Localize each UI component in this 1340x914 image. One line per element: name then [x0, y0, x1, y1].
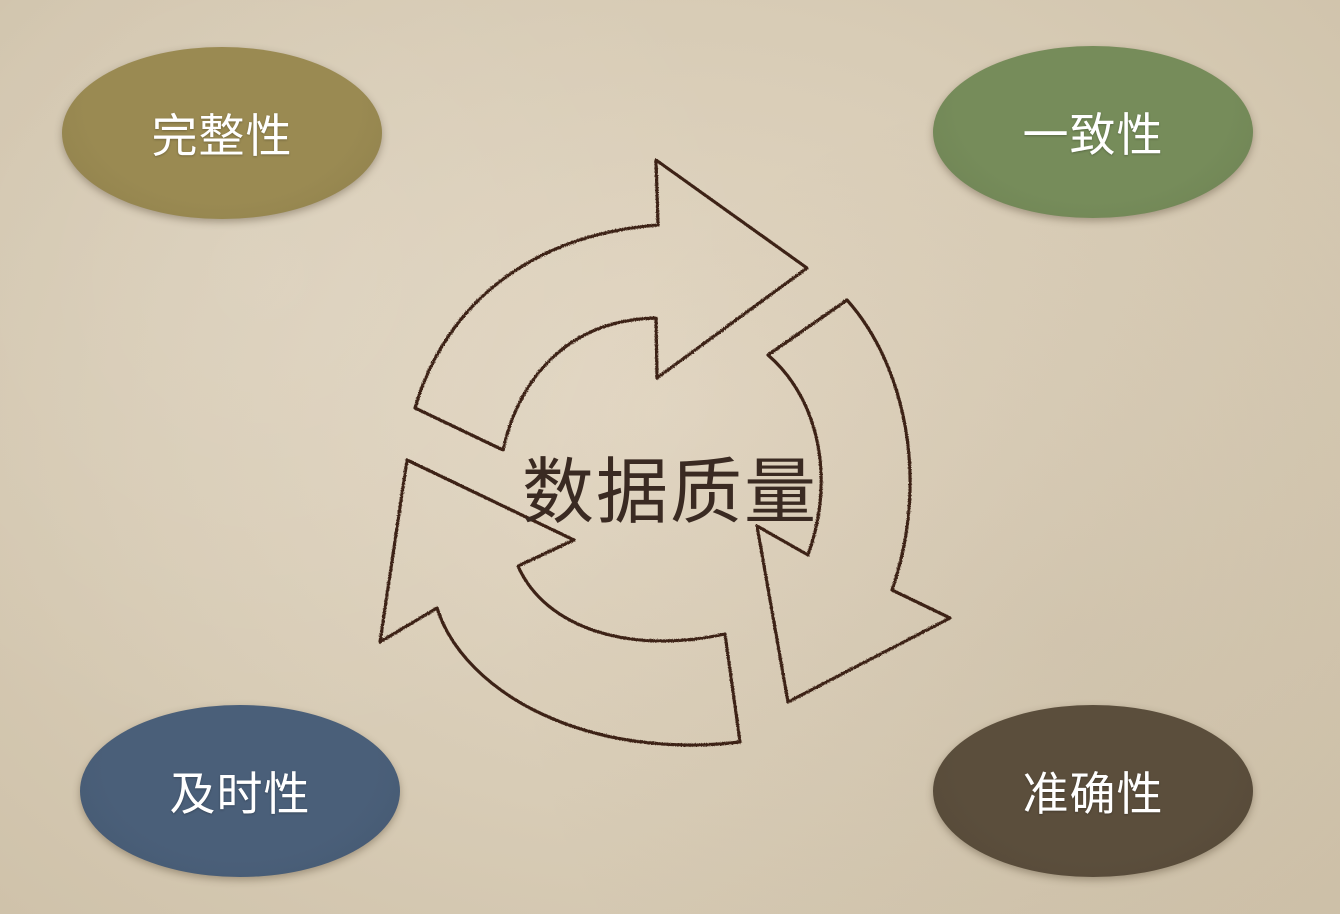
data-quality-title: 数据质量	[521, 449, 818, 534]
accuracy-bubble: 准确性	[933, 705, 1253, 877]
completeness-label: 完整性	[151, 109, 293, 163]
consistency-label: 一致性	[1022, 108, 1164, 162]
completeness-bubble: 完整性	[62, 47, 382, 219]
recycle-cycle-arrows-icon	[378, 158, 952, 747]
cycle-arrow-left	[378, 458, 742, 747]
consistency-bubble: 一致性	[933, 46, 1253, 218]
timeliness-label: 及时性	[169, 767, 311, 821]
timeliness-bubble: 及时性	[80, 705, 400, 877]
accuracy-label: 准确性	[1022, 767, 1164, 821]
cycle-arrow-right	[755, 298, 952, 704]
cycle-arrow-top	[413, 158, 809, 452]
